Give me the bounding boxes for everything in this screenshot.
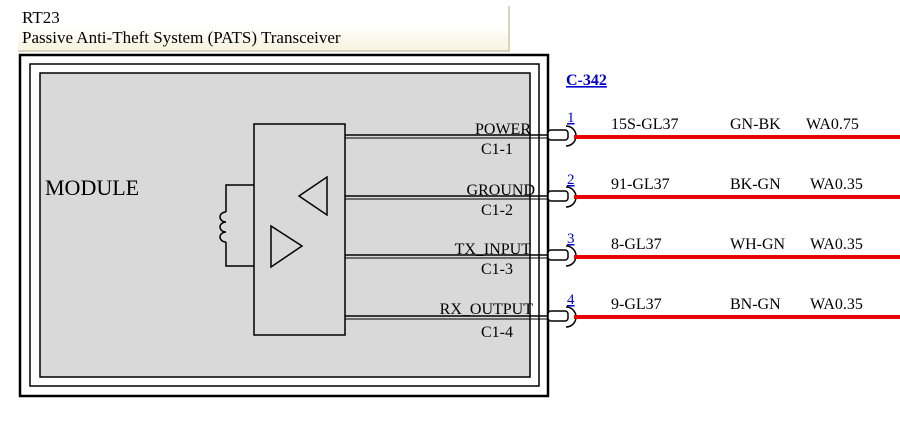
pin-cavity-1: C1-1 — [481, 141, 513, 158]
pin-number-1[interactable]: 1 — [567, 110, 575, 126]
pin-number-2[interactable]: 2 — [567, 172, 575, 188]
pin-signal-3: TX_INPUT — [455, 241, 532, 258]
pin-cavity-4: C1-4 — [481, 324, 513, 341]
pin-terminal-2 — [547, 190, 569, 202]
circuit-id-4: 9-GL37 — [611, 296, 662, 313]
component-ref: RT23 — [22, 8, 60, 27]
pin-number-4[interactable]: 4 — [567, 292, 575, 308]
wire-size-4: WA0.35 — [810, 296, 863, 313]
wire-color-1: GN-BK — [730, 116, 781, 133]
pin-row-1: POWER C1-1 1 15S-GL37 GN-BK WA0.75 — [345, 110, 900, 158]
pin-number-3[interactable]: 3 — [567, 231, 575, 247]
pin-cavity-2: C1-2 — [481, 202, 513, 219]
wire-size-3: WA0.35 — [810, 236, 863, 253]
pin-cavity-3: C1-3 — [481, 261, 513, 278]
pin-terminal-3 — [547, 249, 569, 261]
component-description: Passive Anti-Theft System (PATS) Transce… — [22, 28, 341, 47]
coil-lead-bottom — [225, 242, 254, 267]
component-title-box: RT23 Passive Anti-Theft System (PATS) Tr… — [18, 6, 510, 52]
transceiver-box — [253, 123, 346, 336]
pin-terminal-4 — [547, 310, 569, 322]
circuit-id-1: 15S-GL37 — [611, 116, 679, 133]
wire-size-1: WA0.75 — [806, 116, 859, 133]
coil-lead-top — [225, 184, 254, 212]
connector-id-link[interactable]: C-342 — [566, 72, 607, 89]
wire-color-2: BK-GN — [730, 176, 781, 193]
pin-terminal-1 — [547, 129, 569, 141]
wire-size-2: WA0.35 — [810, 176, 863, 193]
pin-signal-2: GROUND — [467, 182, 535, 199]
circuit-id-3: 8-GL37 — [611, 236, 662, 253]
pin-signal-4: RX_OUTPUT — [440, 301, 534, 318]
pin-row-4: RX_OUTPUT C1-4 4 9-GL37 BN-GN WA0.35 — [345, 292, 900, 341]
wire-color-3: WH-GN — [730, 236, 786, 253]
pin-signal-1: POWER — [475, 121, 531, 138]
circuit-id-2: 91-GL37 — [611, 176, 670, 193]
wire-color-4: BN-GN — [730, 296, 781, 313]
pin-row-2: GROUND C1-2 2 91-GL37 BK-GN WA0.35 — [345, 172, 900, 219]
module-label: MODULE — [45, 175, 139, 200]
pin-row-3: TX_INPUT C1-3 3 8-GL37 WH-GN WA0.35 — [345, 231, 900, 278]
antenna-coil-icon — [219, 211, 227, 243]
receiver-triangle-icon — [297, 175, 328, 217]
transmitter-triangle-icon — [270, 224, 304, 269]
